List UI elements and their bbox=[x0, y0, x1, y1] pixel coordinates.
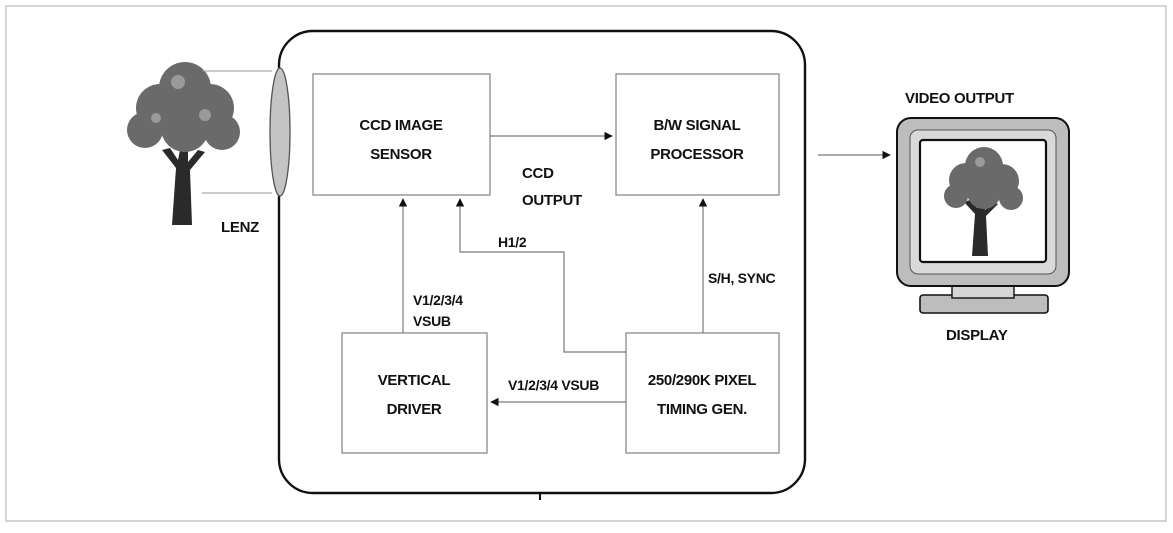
tree-foliage bbox=[204, 114, 240, 150]
monitor-tree-highlight bbox=[975, 157, 985, 167]
v-vsub-up-label-line1: V1/2/3/4 bbox=[413, 292, 463, 308]
ccd-image-sensor-block bbox=[312, 73, 491, 196]
monitor-tree-foliage bbox=[944, 184, 968, 208]
tree-foliage-highlight bbox=[151, 113, 161, 123]
h-clock-arrow bbox=[455, 198, 626, 353]
lens-icon bbox=[269, 67, 291, 197]
display-label: DISPLAY bbox=[946, 327, 1008, 344]
vertical-driver-label-line1: VERTICAL bbox=[378, 372, 451, 389]
vertical-driver-label-line2: DRIVER bbox=[387, 401, 442, 418]
processor-label-line1: B/W SIGNAL bbox=[654, 117, 741, 134]
ccd-output-label-line2: OUTPUT bbox=[522, 192, 582, 209]
timing-gen-label-line1: 250/290K PIXEL bbox=[648, 372, 757, 389]
tree-foliage-highlight bbox=[171, 75, 185, 89]
monitor-tree-foliage bbox=[999, 186, 1023, 210]
monitor-icon bbox=[896, 117, 1070, 314]
tree-foliage bbox=[161, 104, 209, 152]
ccd-sensor-label-line1: CCD IMAGE bbox=[359, 117, 442, 134]
video-output-label: VIDEO OUTPUT bbox=[905, 90, 1014, 107]
v-vsub-up-label-line2: VSUB bbox=[413, 313, 451, 329]
timing-generator-block bbox=[625, 332, 780, 454]
sh-sync-label: S/H, SYNC bbox=[708, 270, 776, 286]
monitor-tree-foliage bbox=[967, 175, 1001, 209]
vertical-driver-block bbox=[341, 332, 488, 454]
processor-label-line2: PROCESSOR bbox=[650, 146, 744, 163]
bw-signal-processor-block bbox=[615, 73, 780, 196]
tree-trunk bbox=[162, 140, 205, 225]
monitor-tree-trunk bbox=[964, 196, 998, 256]
tree-foliage-highlight bbox=[199, 109, 211, 121]
lenz-label: LENZ bbox=[221, 219, 259, 236]
timing-gen-label-line2: TIMING GEN. bbox=[657, 401, 747, 418]
ccd-output-label-line1: CCD bbox=[522, 165, 554, 182]
ccd-sensor-label-line2: SENSOR bbox=[370, 146, 432, 163]
h-clock-label: H1/2 bbox=[498, 234, 527, 250]
tree-icon bbox=[127, 62, 240, 225]
figure-frame bbox=[5, 5, 1167, 522]
v-vsub-left-label: V1/2/3/4 VSUB bbox=[508, 377, 599, 393]
